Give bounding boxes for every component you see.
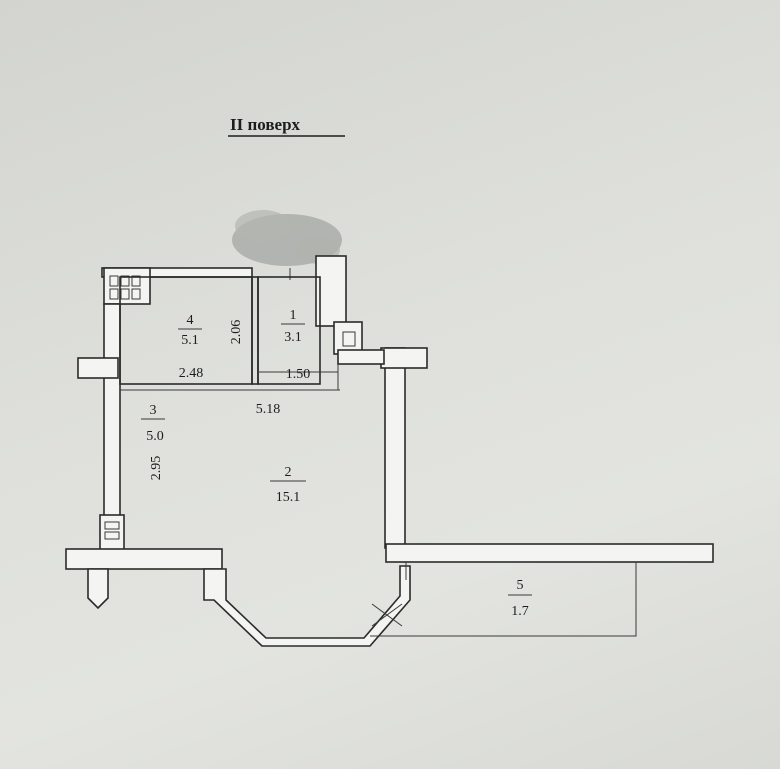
partitions (119, 276, 340, 391)
floor-title: II поверх (230, 115, 301, 134)
vent-grille-top-left (109, 275, 141, 300)
room-5-label: 5 1.7 (508, 578, 532, 619)
dim-room2-width: 5.18 (256, 402, 281, 417)
dim-room1-width: 1.50 (286, 367, 311, 382)
svg-text:2: 2 (285, 465, 292, 480)
svg-text:1: 1 (290, 308, 297, 323)
svg-text:5: 5 (517, 578, 524, 593)
redaction-blob (232, 210, 342, 266)
dim-room4-depth: 2.06 (229, 320, 244, 345)
svg-text:4: 4 (187, 313, 194, 328)
svg-text:3: 3 (150, 403, 157, 418)
walls (65, 255, 714, 647)
room-3-label: 3 5.0 (141, 403, 165, 444)
vent-grille-bottom-left (104, 521, 120, 540)
balcony-outline (370, 562, 637, 637)
room-4-label: 4 5.1 (178, 313, 202, 348)
svg-text:1.7: 1.7 (511, 604, 529, 619)
dim-room4-width: 2.48 (179, 366, 204, 381)
svg-text:3.1: 3.1 (284, 330, 302, 345)
svg-text:15.1: 15.1 (276, 490, 301, 505)
room-2-label: 2 15.1 (270, 465, 306, 505)
svg-text:5.1: 5.1 (181, 333, 199, 348)
vent-grille-right (342, 331, 356, 347)
room-1-label: 1 3.1 (281, 308, 305, 345)
dim-room3-length: 2.95 (149, 456, 164, 481)
svg-text:5.0: 5.0 (146, 429, 164, 444)
x-mark (371, 603, 403, 627)
vent-block-right (333, 321, 363, 355)
